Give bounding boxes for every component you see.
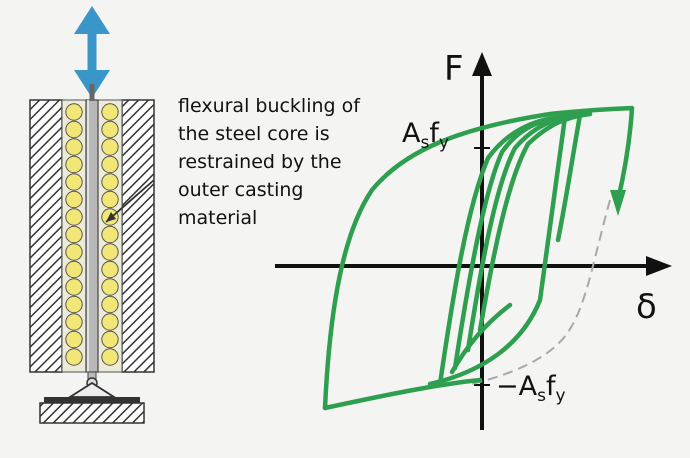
displacement-axis-label: δ	[636, 287, 657, 327]
outer-casing-left	[29, 99, 63, 373]
casting-grain	[65, 120, 83, 139]
casting-grain	[101, 155, 119, 174]
brace-illustration	[29, 6, 155, 424]
casting-grain	[65, 243, 83, 261]
casting-grain	[101, 313, 119, 331]
yield-force-negative-label: −Asfy	[496, 371, 566, 406]
casting-material-grains	[65, 103, 119, 366]
casting-grain	[65, 138, 83, 156]
outer-casing-right	[121, 99, 155, 373]
casting-grain	[65, 278, 83, 296]
casting-grain	[101, 190, 119, 209]
casting-grain	[65, 260, 83, 279]
casting-grain	[101, 330, 119, 349]
casting-grain	[65, 348, 83, 366]
annotation-line-4: outer casting	[178, 179, 303, 201]
casting-grain	[65, 155, 83, 174]
annotation-line-3: restrained by the	[178, 151, 342, 173]
casting-grain	[101, 120, 119, 139]
force-axis-arrow-icon	[472, 52, 492, 76]
annotation-line-5: material	[178, 207, 257, 229]
casting-grain	[101, 295, 119, 314]
annotation-leader	[105, 179, 155, 223]
casting-grain	[101, 348, 119, 366]
pin-support	[39, 371, 145, 424]
casting-grain	[65, 208, 83, 226]
loading-direction-arrow-icon	[610, 190, 626, 216]
casting-grain	[101, 225, 119, 244]
casting-grain	[101, 243, 119, 261]
casting-grain	[101, 103, 119, 121]
hysteresis-plot: F δ Asfy −Asfy	[275, 49, 672, 430]
casting-grain	[65, 330, 83, 349]
casting-grain	[65, 173, 83, 191]
casting-grain	[101, 278, 119, 296]
casting-grain	[101, 138, 119, 156]
displacement-axis-arrow-icon	[646, 256, 672, 276]
annotation-line-1: flexural buckling of	[178, 95, 361, 117]
hysteresis-loops	[322, 105, 635, 411]
annotation-line-2: the steel core is	[178, 123, 330, 145]
casting-grain	[65, 190, 83, 209]
casting-grain	[101, 260, 119, 279]
casting-grain	[65, 313, 83, 331]
force-axis-label: F	[444, 49, 464, 89]
casting-grain	[65, 103, 83, 121]
casting-grain	[65, 225, 83, 244]
casting-grain	[101, 173, 119, 191]
dashed-unloading-path	[471, 199, 611, 385]
yield-force-positive-label: Asfy	[402, 118, 449, 153]
casting-grain	[65, 295, 83, 314]
